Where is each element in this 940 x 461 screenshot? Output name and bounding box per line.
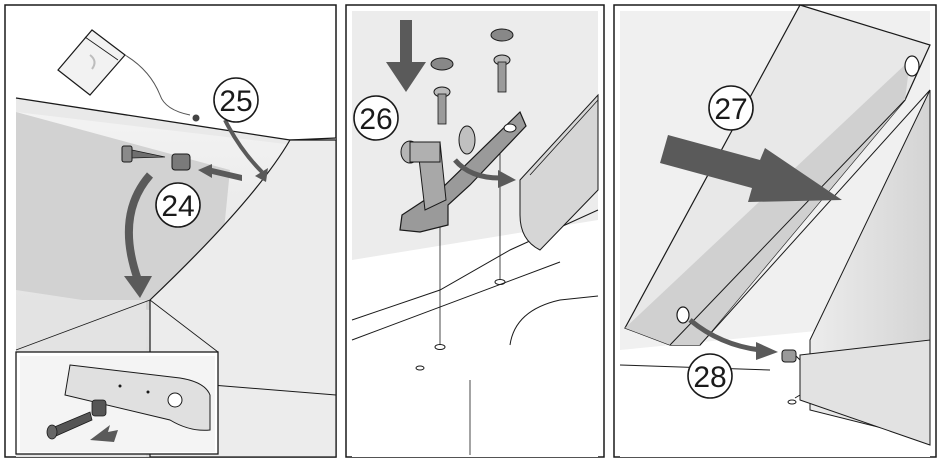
inset-detail bbox=[15, 299, 219, 455]
panel-1-top-edge bbox=[16, 98, 336, 150]
step-24-label: 24 bbox=[155, 182, 201, 228]
down-arrow-icon bbox=[386, 20, 426, 92]
screw-icon bbox=[433, 86, 451, 125]
panel-3: 27 28 bbox=[613, 4, 937, 458]
panel-1: 25 24 bbox=[4, 4, 337, 458]
cap-icon bbox=[430, 57, 454, 71]
svg-text:28: 28 bbox=[693, 361, 726, 394]
step-25-label: 25 bbox=[213, 77, 259, 123]
slide-arrow-icon bbox=[660, 135, 842, 202]
step-28-label: 28 bbox=[687, 353, 733, 399]
cap-icon bbox=[490, 28, 514, 42]
svg-text:25: 25 bbox=[219, 85, 252, 118]
svg-text:26: 26 bbox=[359, 103, 392, 136]
screw-icon bbox=[493, 54, 511, 93]
panel-2: 26 bbox=[345, 4, 605, 458]
step-26-label: 26 bbox=[353, 95, 399, 141]
step-27-label: 27 bbox=[708, 85, 754, 131]
screw-25-icon bbox=[192, 114, 200, 122]
screw-24-icon bbox=[121, 145, 191, 171]
svg-text:27: 27 bbox=[714, 93, 747, 126]
hinge-bracket bbox=[399, 110, 527, 233]
curved-arrow-icon bbox=[124, 172, 154, 282]
svg-text:24: 24 bbox=[161, 190, 194, 223]
hinge-pin-icon bbox=[781, 349, 797, 363]
